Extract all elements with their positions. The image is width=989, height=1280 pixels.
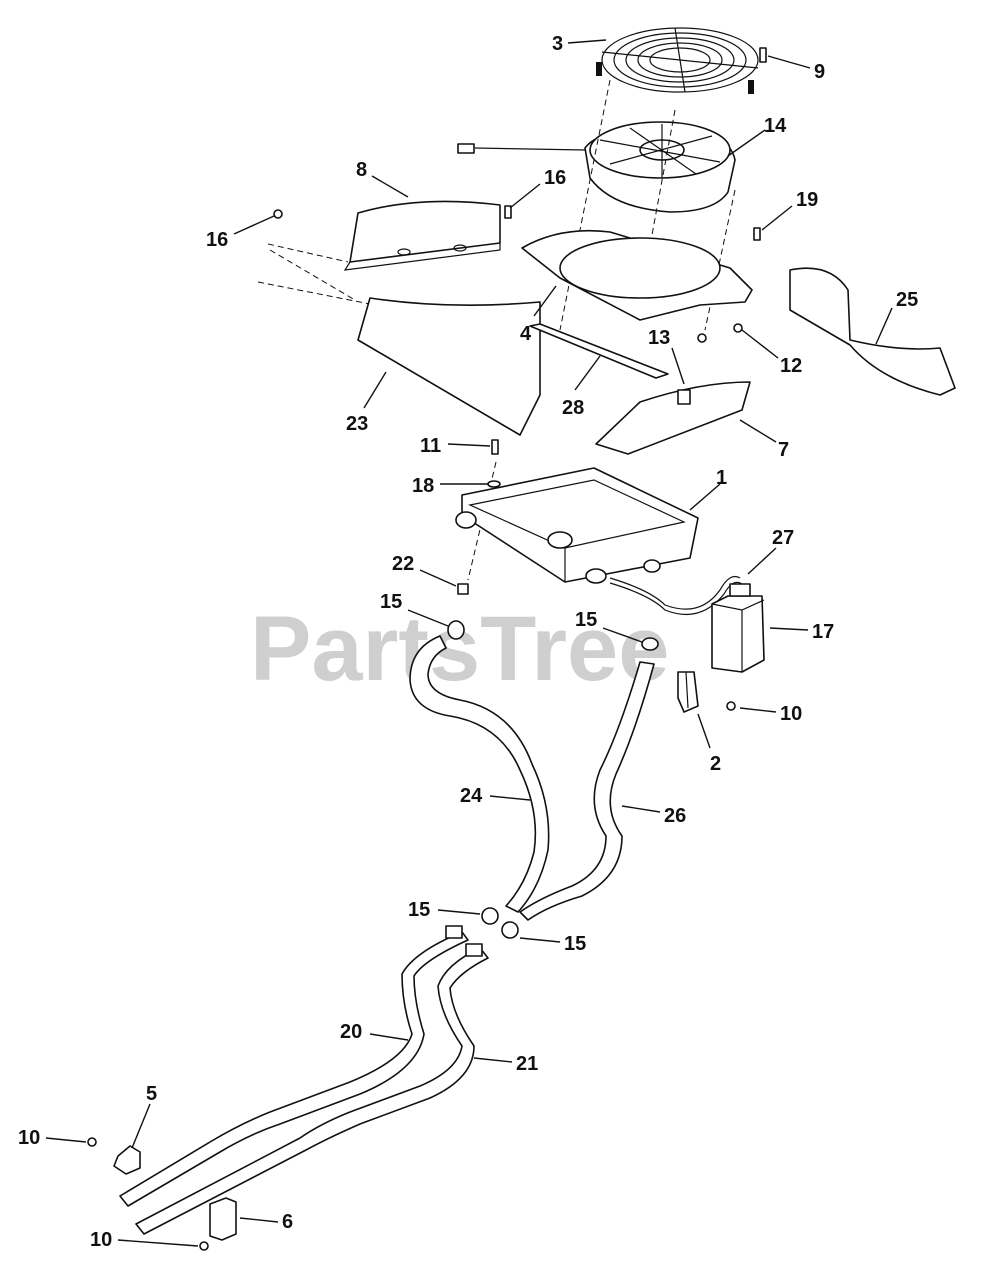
callout-15-bottom-right: 15 bbox=[564, 933, 586, 955]
fan-motor[interactable] bbox=[457, 121, 736, 213]
panel-7[interactable] bbox=[595, 381, 751, 455]
nut-22[interactable] bbox=[457, 583, 469, 595]
callout-10-top: 10 bbox=[780, 703, 802, 725]
panel-8[interactable] bbox=[343, 200, 501, 271]
callout-15-top-left: 15 bbox=[380, 591, 402, 613]
clip-5[interactable] bbox=[113, 1145, 141, 1175]
callout-15-top-right: 15 bbox=[575, 609, 597, 631]
callout-25: 25 bbox=[896, 289, 918, 311]
nut-10c[interactable] bbox=[199, 1241, 209, 1251]
callout-4: 4 bbox=[520, 323, 532, 345]
fan-shroud[interactable] bbox=[521, 229, 753, 321]
tube-21[interactable] bbox=[135, 943, 489, 1235]
callout-27: 27 bbox=[772, 527, 794, 549]
callout-24: 24 bbox=[460, 785, 483, 807]
callout-15-bottom-left: 15 bbox=[408, 899, 430, 921]
callout-16-right: 16 bbox=[544, 167, 566, 189]
callout-5: 5 bbox=[146, 1083, 157, 1105]
callout-28: 28 bbox=[562, 397, 584, 419]
nut-10a[interactable] bbox=[726, 701, 736, 711]
screw-16b[interactable] bbox=[504, 205, 512, 219]
bolt-19[interactable] bbox=[753, 227, 761, 241]
radiator[interactable] bbox=[455, 467, 699, 584]
callout-14: 14 bbox=[764, 115, 787, 137]
panel-23[interactable] bbox=[357, 297, 541, 436]
callout-labels: 3 9 14 8 16 16 19 25 4 13 12 28 23 7 11 … bbox=[18, 33, 918, 1251]
callout-9: 9 bbox=[814, 61, 825, 83]
callout-7: 7 bbox=[778, 439, 789, 461]
callout-10-left: 10 bbox=[18, 1127, 40, 1149]
callout-12: 12 bbox=[780, 355, 802, 377]
bracket-2[interactable] bbox=[677, 671, 699, 713]
hose-26[interactable] bbox=[519, 661, 655, 921]
panel-25[interactable] bbox=[789, 267, 956, 396]
nut-12[interactable] bbox=[697, 323, 743, 343]
callout-26: 26 bbox=[664, 805, 686, 827]
callout-13: 13 bbox=[648, 327, 670, 349]
coolant-reservoir[interactable] bbox=[711, 583, 765, 673]
callout-20: 20 bbox=[340, 1021, 362, 1043]
callout-8: 8 bbox=[356, 159, 367, 181]
callout-21: 21 bbox=[516, 1053, 538, 1075]
callout-17: 17 bbox=[812, 621, 834, 643]
callout-1: 1 bbox=[716, 467, 727, 489]
seal-strip[interactable] bbox=[529, 323, 669, 379]
callout-2: 2 bbox=[710, 753, 721, 775]
clamp-15a[interactable] bbox=[447, 620, 465, 640]
fan-guard[interactable] bbox=[596, 27, 759, 94]
watermark-text: PartsTree bbox=[250, 598, 669, 700]
callout-22: 22 bbox=[392, 553, 414, 575]
clamp-15b[interactable] bbox=[641, 637, 659, 651]
callout-10-bottom: 10 bbox=[90, 1229, 112, 1251]
callout-6: 6 bbox=[282, 1211, 293, 1233]
tube-20[interactable] bbox=[119, 925, 469, 1207]
clamp-15c[interactable] bbox=[481, 907, 499, 925]
callout-23: 23 bbox=[346, 413, 368, 435]
clamp-15d[interactable] bbox=[501, 921, 519, 939]
screw-16a[interactable] bbox=[273, 209, 283, 219]
bolt-9[interactable] bbox=[759, 47, 767, 63]
hose-24[interactable] bbox=[409, 635, 550, 913]
callout-19: 19 bbox=[796, 189, 818, 211]
leader-lines bbox=[45, 39, 893, 1247]
callout-16-left: 16 bbox=[206, 229, 228, 251]
nut-10b[interactable] bbox=[87, 1137, 97, 1147]
bolt-11[interactable] bbox=[491, 439, 499, 455]
bracket-6[interactable] bbox=[209, 1197, 237, 1241]
washer-18[interactable] bbox=[487, 480, 501, 488]
callout-11: 11 bbox=[420, 435, 441, 457]
callout-18: 18 bbox=[412, 475, 434, 497]
callout-3: 3 bbox=[552, 33, 563, 55]
